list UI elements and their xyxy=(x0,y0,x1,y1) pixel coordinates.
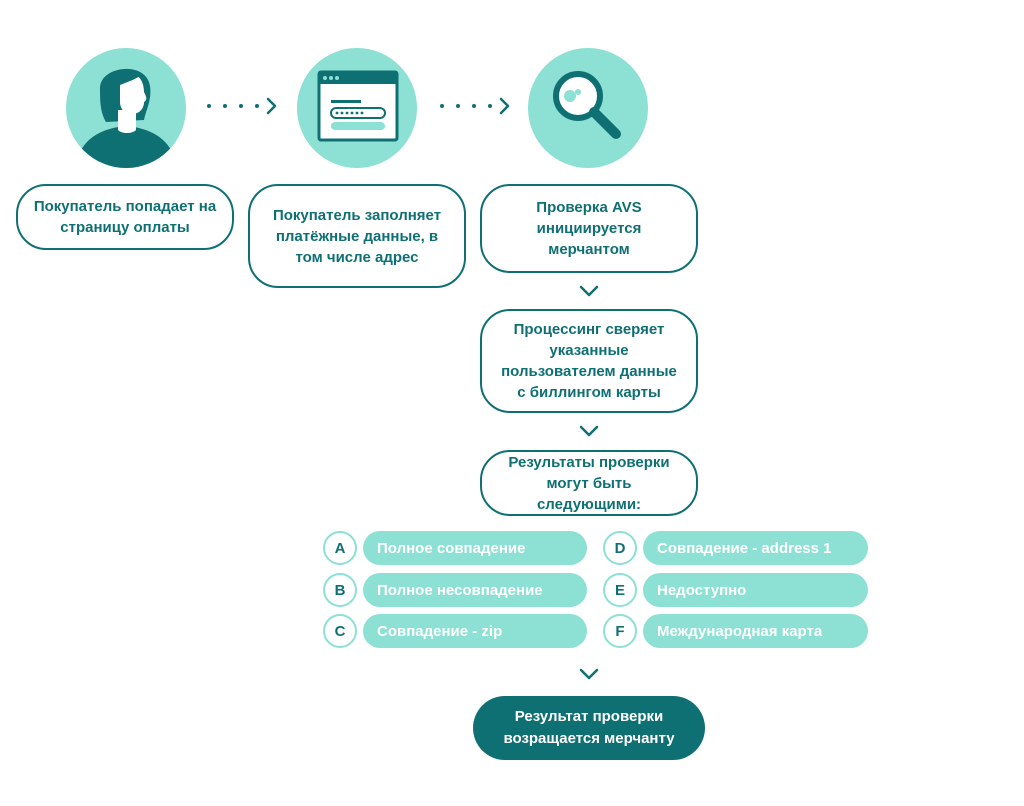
result-pill-f: Международная карта xyxy=(643,614,868,648)
magnifier-icon xyxy=(528,48,648,168)
result-code-e: E xyxy=(603,573,637,607)
final-result-box: Результат проверки возращается мерчанту xyxy=(473,696,705,760)
result-label: Совпадение - zip xyxy=(377,622,503,640)
step-label: Проверка AVS инициируется мерчантом xyxy=(536,199,642,258)
chevron-down-icon xyxy=(579,668,599,680)
results-header-box: Результаты проверки могут быть следующим… xyxy=(480,450,698,516)
result-code-d: D xyxy=(603,531,637,565)
result-label: Недоступно xyxy=(657,581,747,599)
dotted-arrow-right-icon xyxy=(207,97,277,115)
result-code: D xyxy=(614,539,626,557)
result-label: Полное совпадение xyxy=(377,539,526,557)
chevron-down-icon xyxy=(579,425,599,437)
step-box-buyer-fills-data: Покупатель заполняет платёжные данные, в… xyxy=(248,184,466,288)
result-code-f: F xyxy=(603,614,637,648)
result-label: Полное несовпадение xyxy=(377,581,543,599)
result-pill-a: Полное совпадение xyxy=(363,531,587,565)
result-code: C xyxy=(334,622,346,640)
result-code-c: C xyxy=(323,614,357,648)
result-code-b: B xyxy=(323,573,357,607)
result-pill-e: Недоступно xyxy=(643,573,868,607)
result-pill-b: Полное несовпадение xyxy=(363,573,587,607)
result-label: Совпадение - address 1 xyxy=(657,539,832,557)
processing-box: Процессинг сверяет указанные пользовател… xyxy=(480,309,698,413)
browser-form-icon xyxy=(297,48,417,168)
result-code: F xyxy=(615,622,625,640)
result-code: E xyxy=(614,581,625,599)
result-code: A xyxy=(334,539,346,557)
chevron-down-icon xyxy=(579,285,599,297)
step-label: Покупатель заполняет платёжные данные, в… xyxy=(272,206,442,266)
processing-label: Процессинг сверяет указанные пользовател… xyxy=(501,321,677,401)
result-pill-c: Совпадение - zip xyxy=(363,614,587,648)
result-pill-d: Совпадение - address 1 xyxy=(643,531,868,565)
step-label: Покупатель попадает на страницу оплаты xyxy=(33,198,217,236)
result-code: B xyxy=(334,581,346,599)
result-code-a: A xyxy=(323,531,357,565)
results-header-label: Результаты проверки могут быть следующим… xyxy=(508,453,670,513)
final-result-label: Результат проверки возращается мерчанту xyxy=(503,708,675,747)
dotted-arrow-right-icon xyxy=(440,97,510,115)
person-icon xyxy=(66,48,186,168)
result-label: Международная карта xyxy=(657,622,823,640)
step-box-buyer-arrives: Покупатель попадает на страницу оплаты xyxy=(16,184,234,250)
step-box-avs-initiated: Проверка AVS инициируется мерчантом xyxy=(480,184,698,273)
